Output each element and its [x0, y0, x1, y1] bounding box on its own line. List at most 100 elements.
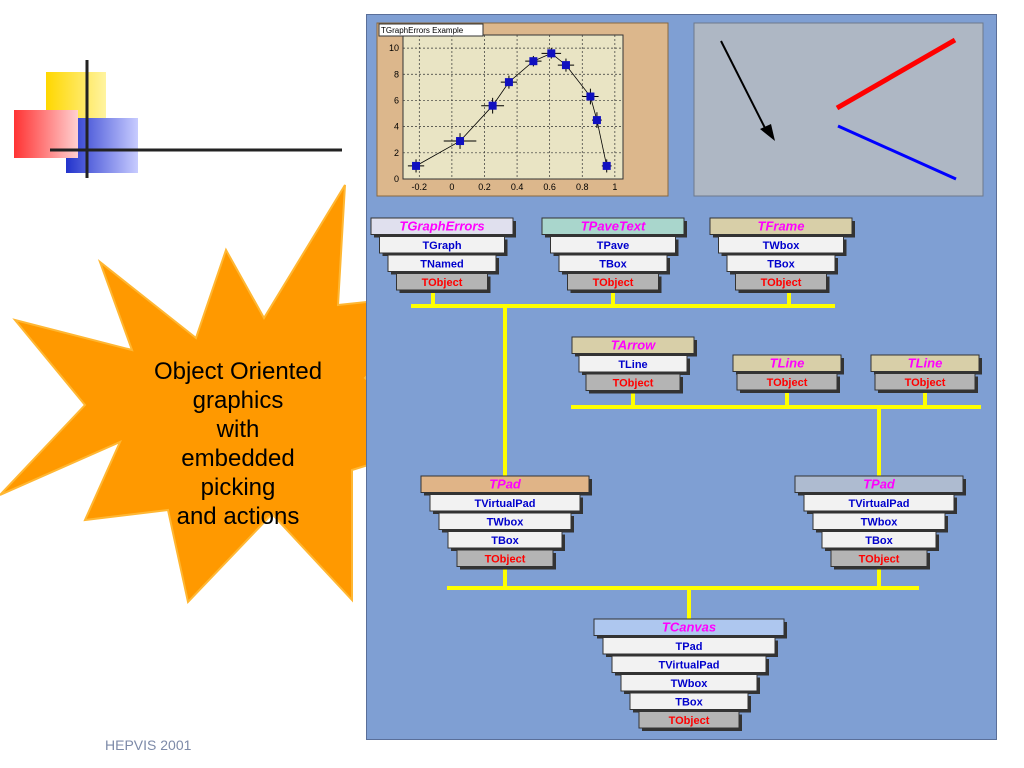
data-point[interactable] [592, 116, 601, 125]
class-name: TObject [485, 554, 526, 566]
class-box[interactable] [558, 254, 668, 272]
data-point[interactable] [456, 137, 465, 146]
callout-line: with [216, 416, 260, 443]
class-name: TGraph [422, 240, 461, 252]
y-tick-label: 4 [394, 122, 399, 132]
class-box[interactable] [736, 373, 838, 391]
class-box[interactable] [611, 655, 767, 673]
class-box[interactable] [602, 637, 776, 655]
class-name: TObject [669, 715, 710, 727]
class-box[interactable] [578, 355, 688, 373]
class-box[interactable] [718, 236, 844, 254]
class-box[interactable] [550, 236, 676, 254]
class-box[interactable] [379, 236, 505, 254]
class-box[interactable] [870, 354, 980, 372]
data-point[interactable] [488, 101, 497, 110]
class-box[interactable] [812, 512, 946, 530]
blue-line[interactable] [837, 124, 957, 181]
data-point[interactable] [504, 78, 513, 87]
callout-line: graphics [192, 387, 284, 414]
class-name: TBox [865, 535, 893, 547]
y-tick-label: 2 [394, 148, 399, 158]
class-name: TObject [859, 554, 900, 566]
class-box[interactable] [732, 354, 842, 372]
class-name: TBox [767, 259, 795, 271]
class-name: TObject [613, 378, 654, 390]
class-title: TCanvas [662, 620, 716, 635]
class-box[interactable] [735, 273, 827, 291]
class-name: TWbox [671, 678, 709, 690]
class-box[interactable] [874, 373, 976, 391]
class-name: TPad [676, 641, 703, 653]
class-name: TNamed [420, 259, 463, 271]
class-box[interactable] [571, 336, 695, 354]
class-box[interactable] [396, 273, 488, 291]
callout-text: Object Oriented graphics with embedded p… [118, 357, 358, 531]
class-box[interactable] [620, 674, 758, 692]
class-box[interactable] [629, 692, 749, 710]
class-name: TWbox [763, 240, 801, 252]
plot-points [407, 48, 612, 173]
connectors [411, 291, 981, 620]
graph-connecting-line [415, 52, 608, 167]
class-box[interactable] [593, 618, 785, 636]
class-name: TWbox [487, 517, 525, 529]
class-box[interactable] [420, 475, 590, 493]
class-box[interactable] [794, 475, 964, 493]
class-box[interactable] [456, 549, 554, 567]
class-box[interactable] [429, 494, 581, 512]
data-point[interactable] [529, 57, 538, 66]
data-point[interactable] [602, 161, 611, 170]
class-name: TObject [422, 277, 463, 289]
x-tick-label: 0.8 [576, 182, 589, 192]
class-box[interactable] [541, 217, 685, 235]
y-tick-label: 0 [394, 174, 399, 184]
arrow-head-icon [760, 124, 775, 141]
class-box[interactable] [567, 273, 659, 291]
class-name: TBox [675, 697, 703, 709]
class-box[interactable] [447, 531, 563, 549]
plot-frame[interactable] [402, 34, 624, 180]
y-tick-label: 8 [394, 69, 399, 79]
class-name: TObject [767, 377, 808, 389]
class-title: TPad [489, 477, 522, 492]
class-box[interactable] [709, 217, 853, 235]
class-box[interactable] [821, 531, 937, 549]
class-box[interactable] [387, 254, 497, 272]
class-box[interactable] [830, 549, 928, 567]
class-title: TPad [863, 477, 896, 492]
class-box[interactable] [638, 711, 740, 729]
arrow-line[interactable] [720, 40, 768, 133]
class-name: TVirtualPad [659, 660, 720, 672]
class-name: TVirtualPad [475, 498, 536, 510]
data-point[interactable] [561, 61, 570, 70]
data-point[interactable] [412, 161, 421, 170]
class-box[interactable] [438, 512, 572, 530]
x-tick-label: 0.2 [478, 182, 491, 192]
class-box[interactable] [726, 254, 836, 272]
data-point[interactable] [586, 92, 595, 101]
class-title: TLine [908, 356, 943, 371]
callout-line: Object Oriented [153, 358, 323, 385]
graph-title-box[interactable] [378, 23, 484, 37]
class-name: TPave [597, 240, 629, 252]
red-line[interactable] [835, 37, 957, 111]
class-title: TArrow [611, 338, 656, 353]
data-point[interactable] [547, 49, 556, 58]
callout-line: and actions [176, 503, 300, 530]
class-title: TGraphErrors [399, 219, 484, 234]
slide-logo [14, 60, 342, 178]
class-box[interactable] [370, 217, 514, 235]
class-box[interactable] [585, 373, 681, 391]
class-box[interactable] [803, 494, 955, 512]
